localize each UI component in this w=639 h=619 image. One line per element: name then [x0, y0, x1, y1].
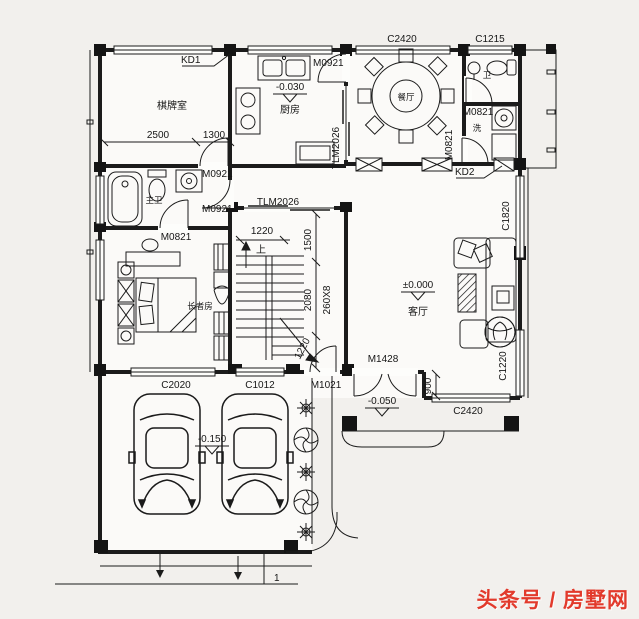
level-porch: -0.050 [368, 396, 397, 407]
eave-lines [86, 49, 557, 398]
level-symbol [273, 93, 307, 103]
opening-labels: KD1 KD2 C2420 C1215 M0921 TLM2026 M0821 … [161, 34, 512, 417]
kitchen-fixtures [235, 55, 335, 165]
dim-260x8: 260X8 [322, 285, 333, 314]
plants [293, 399, 319, 541]
staircase [236, 240, 320, 363]
label-c1820: C1820 [501, 201, 512, 231]
stair-up-label: 上 [256, 244, 266, 256]
label-c2420-porch: C2420 [453, 406, 483, 417]
bedroom-furniture [117, 238, 231, 361]
car [216, 393, 294, 515]
label-c2420-top: C2420 [387, 34, 417, 45]
dim-chess-2500: 2500 [147, 130, 170, 141]
plant-icon [297, 399, 315, 417]
leader-lines [182, 53, 503, 179]
plant-icon [297, 523, 315, 541]
label-c1012: C1012 [245, 380, 275, 391]
label-m0821-toilet: M0821 [463, 107, 494, 118]
label-m1428: M1428 [368, 354, 399, 365]
living-furniture [453, 237, 517, 349]
watermark: 头条号 / 房墅网 [476, 589, 629, 612]
room-elder: 长者房 [187, 301, 213, 311]
garage-cars [128, 393, 294, 515]
label-kd1: KD1 [181, 55, 201, 66]
label-m1021: M1021 [311, 380, 342, 391]
label-c1220: C1220 [498, 351, 509, 381]
dim-stair-1220: 1220 [251, 226, 274, 237]
car [128, 393, 206, 515]
dining-table [357, 48, 455, 144]
direction-arrows [156, 570, 242, 580]
doors [158, 53, 493, 397]
sliding-doors [244, 86, 350, 212]
label-c2020: C2020 [161, 380, 191, 391]
label-m0921-chess: M0921 [202, 169, 233, 180]
room-toilet: 卫 [483, 70, 492, 80]
label-m0921-hall: M0921 [202, 204, 233, 215]
plant-icon [293, 489, 319, 515]
label-c1215: C1215 [475, 34, 505, 45]
level-kitchen: -0.030 [276, 82, 305, 93]
mark-one: 1 [274, 573, 280, 584]
dimension-lines: 2500 1300 1220 上 1500 2080 260X8 1220 90… [99, 130, 441, 584]
dim-chess-1300: 1300 [203, 130, 226, 141]
label-tlm2026-stair: TLM2026 [257, 197, 300, 208]
dim-2080: 2080 [303, 288, 314, 311]
flue-boxes [355, 157, 515, 172]
label-m0821-laundry: M0821 [444, 129, 455, 160]
windows [95, 45, 525, 403]
room-dining: 餐厅 [397, 92, 415, 102]
room-chess: 棋牌室 [157, 99, 187, 112]
room-kitchen: 厨房 [280, 103, 300, 116]
room-labels: 棋牌室 厨房 餐厅 卫 洗 主卫 长者房 客厅 [145, 70, 491, 318]
room-laundry: 洗 [473, 123, 482, 133]
level-garage: -0.150 [198, 434, 227, 445]
label-m0921-kitchen: M0921 [313, 58, 344, 69]
terrace-outline [55, 376, 519, 585]
room-master-bath: 主卫 [145, 195, 163, 205]
level-marks: -0.030 ±0.000 -0.050 -0.150 [195, 82, 435, 455]
label-kd2: KD2 [455, 167, 475, 178]
level-symbol [365, 407, 399, 417]
level-living: ±0.000 [403, 280, 434, 291]
bath-laundry-fixtures [467, 59, 517, 161]
level-symbol [195, 445, 229, 455]
room-living: 客厅 [408, 305, 428, 318]
dim-porch-900: 900 [423, 377, 434, 394]
dim-1500: 1500 [303, 228, 314, 251]
label-tlm2026-kitchen: TLM2026 [331, 126, 342, 169]
plant-icon [293, 427, 319, 453]
plant-icon [297, 463, 315, 481]
label-m0821-master: M0821 [161, 232, 192, 243]
master-bath-fixtures [107, 169, 203, 227]
level-symbol [401, 291, 435, 301]
